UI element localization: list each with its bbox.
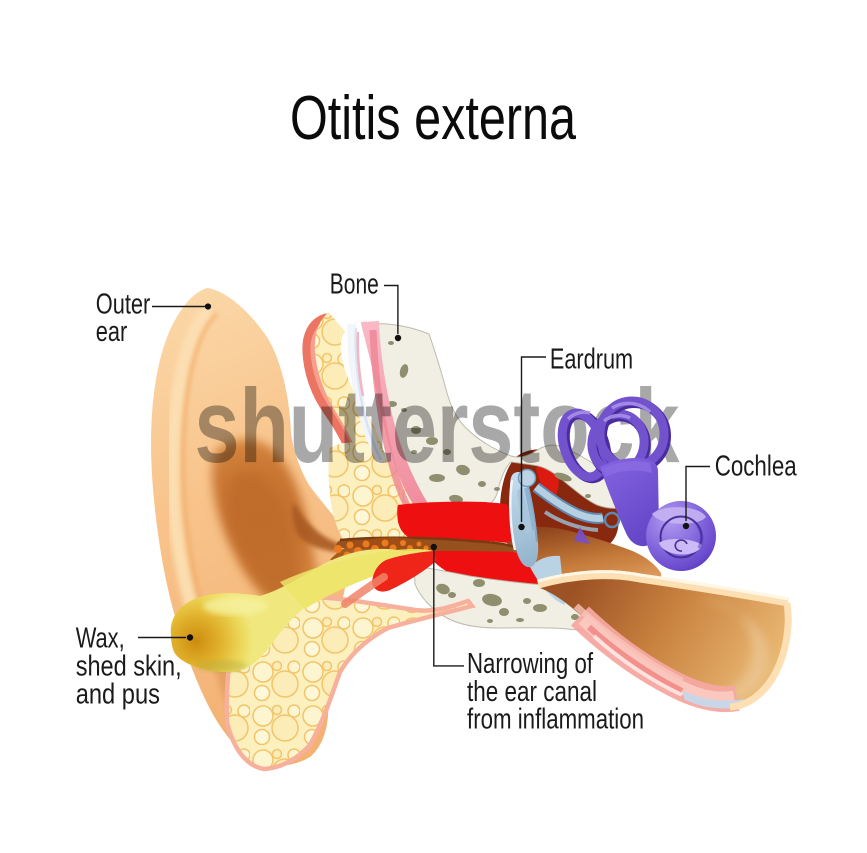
svg-text:and pus: and pus — [76, 678, 160, 710]
svg-text:the ear canal: the ear canal — [467, 676, 597, 708]
svg-text:ear: ear — [96, 316, 128, 348]
svg-text:Otitis externa: Otitis externa — [290, 84, 576, 153]
svg-text:Narrowing of: Narrowing of — [467, 648, 593, 680]
svg-text:shed skin,: shed skin, — [76, 650, 182, 682]
svg-text:Bone: Bone — [330, 268, 379, 300]
svg-text:Eardrum: Eardrum — [550, 343, 633, 375]
svg-text:Wax,: Wax, — [76, 622, 125, 654]
svg-text:Outer: Outer — [96, 289, 151, 321]
svg-text:Cochlea: Cochlea — [715, 450, 797, 482]
svg-text:from inflammation: from inflammation — [467, 704, 644, 736]
